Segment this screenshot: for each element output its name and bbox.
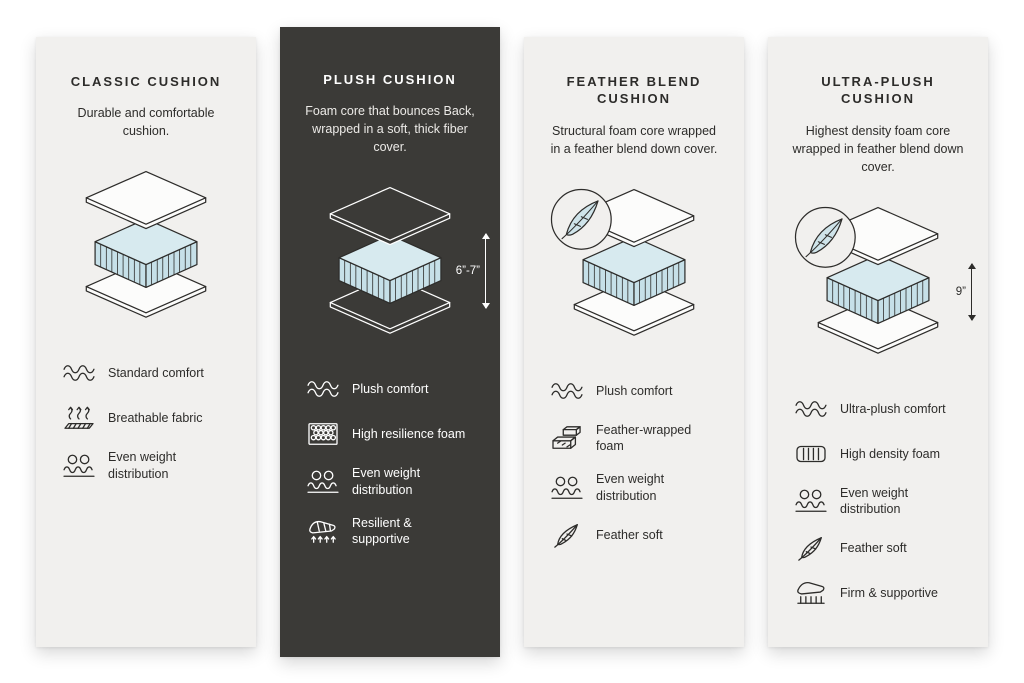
feature-label: Plush comfort	[596, 383, 673, 398]
even-weight-icon	[306, 468, 340, 496]
feature-item: High resilience foam	[306, 420, 478, 448]
feature-label: Resilient & supportive	[352, 515, 412, 547]
cushion-diagram: 6”-7”	[302, 184, 490, 335]
feature-label: Plush comfort	[352, 382, 429, 397]
cushion-diagram: 9”	[790, 204, 976, 355]
feather-badge	[794, 206, 856, 268]
cushion-layers-diagram	[550, 188, 695, 336]
card-row: CLASSIC CUSHION Durable and comfortable …	[36, 26, 988, 657]
wave-icon	[794, 395, 828, 423]
feature-list: Plush comfort High resilience foam Even …	[302, 375, 478, 547]
wave-icon	[62, 359, 96, 387]
card-description: Structural foam core wrapped in a feathe…	[550, 123, 718, 156]
height-label: 9”	[955, 285, 966, 298]
feature-label: Breathable fabric	[108, 411, 203, 426]
card-feather-blend: FEATHER BLEND CUSHION Structural foam co…	[524, 36, 744, 647]
feature-label: Even weight distribution	[596, 472, 665, 503]
feature-item: Feather soft	[794, 534, 966, 562]
cushion-layers-diagram	[329, 187, 451, 335]
feature-item: Even weight distribution	[306, 465, 478, 498]
height-measure-line	[967, 262, 976, 321]
feature-item: Resilient & supportive	[306, 515, 478, 548]
feather-icon	[550, 521, 584, 549]
feature-label: Standard comfort	[108, 366, 204, 381]
foam-core-layer	[582, 236, 686, 306]
even-weight-icon	[62, 452, 96, 480]
card-classic: CLASSIC CUSHION Durable and comfortable …	[36, 36, 256, 647]
feature-item: Even weight distribution	[62, 449, 234, 482]
height-label: 6”-7”	[455, 265, 480, 278]
card-description: Foam core that bounces Back, wrapped in …	[305, 104, 475, 155]
feature-item: Ultra-plush comfort	[794, 395, 966, 423]
feature-label: Even weight distribution	[840, 485, 909, 517]
even-weight-icon	[550, 474, 584, 502]
cushion-layers-diagram	[794, 206, 939, 354]
top-cover-layer	[85, 171, 207, 230]
feature-item: High density foam	[794, 440, 966, 468]
feature-item: Even weight distribution	[794, 485, 966, 518]
height-measure: 9”	[955, 262, 976, 321]
feature-item: Standard comfort	[62, 359, 234, 387]
top-cover-layer	[329, 187, 451, 246]
feature-list: Standard comfort Breathable fabric Even …	[58, 359, 234, 482]
card-title: PLUSH CUSHION	[323, 71, 457, 87]
feature-item: Feather soft	[550, 521, 722, 549]
feature-label: Even weight distribution	[352, 466, 421, 497]
card-title: CLASSIC CUSHION	[70, 73, 222, 89]
feather-icon	[794, 534, 828, 562]
feature-label: Feather-wrapped foam	[596, 422, 692, 454]
feather-badge	[550, 188, 612, 250]
feature-item: Breathable fabric	[62, 404, 234, 432]
feature-label: High resilience foam	[352, 427, 466, 442]
firm-icon	[794, 579, 828, 607]
high-density-foam-icon	[794, 440, 828, 468]
feature-label: Feather soft	[840, 541, 907, 556]
card-title: ULTRA-PLUSH CUSHION	[821, 73, 935, 107]
feature-item: Firm & supportive	[794, 579, 966, 607]
height-measure-line	[481, 233, 490, 310]
cushion-layers-diagram	[85, 171, 207, 319]
feather-foam-icon	[550, 424, 584, 452]
card-description: Durable and comfortable cushion.	[77, 106, 215, 139]
foam-core-layer	[826, 254, 930, 324]
cushion-diagram	[546, 186, 722, 337]
feature-list: Plush comfort Feather-wrapped foam Even …	[546, 377, 722, 549]
feature-label: Even weight distribution	[108, 450, 177, 481]
even-weight-icon	[794, 487, 828, 515]
feature-label: Feather soft	[596, 527, 663, 542]
feature-item: Plush comfort	[306, 375, 478, 403]
cushion-diagram	[58, 168, 234, 319]
card-plush: PLUSH CUSHION Foam core that bounces Bac…	[280, 26, 500, 657]
feature-label: Ultra-plush comfort	[840, 401, 946, 416]
foam-core-layer	[94, 218, 198, 289]
feature-item: Plush comfort	[550, 377, 722, 405]
wave-icon	[306, 375, 340, 403]
feature-label: High density foam	[840, 446, 941, 461]
card-title: FEATHER BLEND CUSHION	[566, 73, 702, 107]
card-description: Highest density foam core wrapped in fea…	[792, 123, 964, 174]
height-measure: 6”-7”	[455, 233, 490, 310]
feature-list: Ultra-plush comfort High density foam Ev…	[790, 395, 966, 608]
foam-core-layer	[338, 234, 442, 305]
foam-honeycomb-icon	[306, 420, 340, 448]
card-ultra-plush: ULTRA-PLUSH CUSHION Highest density foam…	[768, 36, 988, 647]
wave-icon	[550, 377, 584, 405]
feature-item: Feather-wrapped foam	[550, 422, 722, 455]
resilient-icon	[306, 517, 340, 545]
feature-label: Firm & supportive	[840, 586, 938, 601]
feature-item: Even weight distribution	[550, 471, 722, 504]
breathable-icon	[62, 404, 96, 432]
